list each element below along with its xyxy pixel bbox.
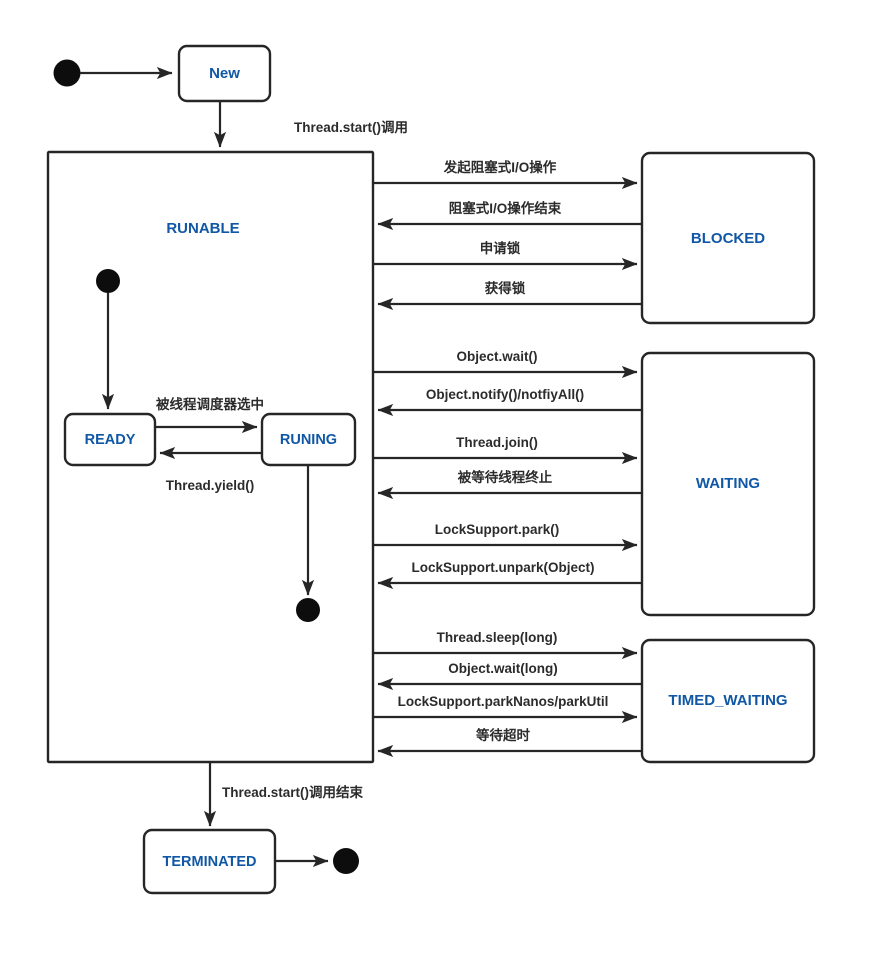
- edge-label-blocked-2: 申请锁: [480, 240, 521, 256]
- state-timed-waiting-label: TIMED_WAITING: [668, 692, 787, 709]
- state-running-label: RUNING: [280, 432, 337, 448]
- edge-label-timed-0: Thread.sleep(long): [437, 630, 558, 645]
- edge-label-timed-1: Object.wait(long): [448, 661, 558, 676]
- edge-label-timed-2: LockSupport.parkNanos/parkUtil: [398, 694, 609, 709]
- edge-label-waiting-2: Thread.join(): [456, 435, 538, 450]
- state-terminated-label: TERMINATED: [163, 854, 257, 870]
- edge-label-ready-to-running: 被线程调度器选中: [156, 396, 264, 412]
- state-runnable-label: RUNABLE: [166, 220, 239, 237]
- edge-label-timed-3: 等待超时: [476, 727, 530, 743]
- edge-label-blocked-0: 发起阻塞式I/O操作: [443, 159, 557, 175]
- edge-label-running-to-ready: Thread.yield(): [166, 478, 255, 493]
- state-ready[interactable]: [63, 412, 157, 467]
- edge-label-waiting-5: LockSupport.unpark(Object): [411, 560, 594, 575]
- edge-label-new-to-runnable: Thread.start()调用: [294, 120, 408, 135]
- state-blocked-label: BLOCKED: [691, 230, 765, 247]
- edge-label-waiting-4: LockSupport.park(): [435, 522, 560, 537]
- edge-label-blocked-1: 阻塞式I/O操作结束: [449, 200, 562, 216]
- state-waiting[interactable]: [640, 351, 816, 617]
- runnable-initial-node: [96, 269, 120, 293]
- state-new[interactable]: [177, 44, 272, 103]
- edge-label-runnable-to-terminated: Thread.start()调用结束: [222, 784, 364, 800]
- state-timed-waiting[interactable]: [640, 638, 816, 764]
- final-state-node: [333, 848, 359, 874]
- edge-label-blocked-3: 获得锁: [485, 280, 526, 296]
- edge-label-waiting-0: Object.wait(): [456, 349, 537, 364]
- edge-label-waiting-1: Object.notify()/notfiyAll(): [426, 387, 584, 402]
- edge-label-waiting-3: 被等待线程终止: [458, 469, 553, 485]
- state-ready-label: READY: [85, 432, 136, 448]
- initial-state-node: [53, 59, 81, 87]
- runnable-final-node: [296, 598, 320, 622]
- state-blocked[interactable]: [640, 151, 816, 325]
- state-waiting-label: WAITING: [696, 475, 760, 492]
- state-new-label: New: [209, 65, 240, 82]
